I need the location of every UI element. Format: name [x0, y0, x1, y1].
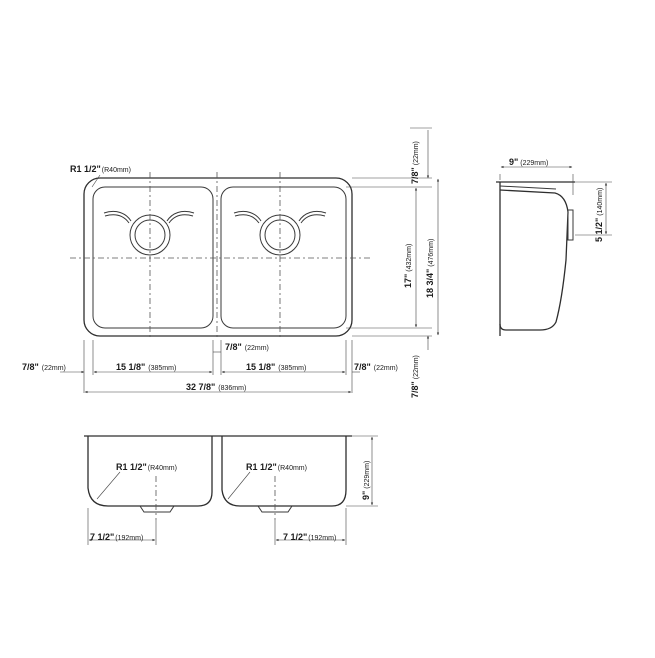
front-left-drain-dimension: 7 1/2"(192mm)	[90, 532, 143, 542]
top-view-right-bowl	[220, 186, 347, 329]
left-bowl-width-dimension: 15 1/8"(385mm)	[116, 362, 176, 372]
drain-offset-dimension: 5 1/2"(140mm)	[594, 188, 604, 242]
front-depth-dimension: 9"(229mm)	[361, 461, 371, 500]
divider-dimension: 7/8"(22mm)	[225, 342, 269, 352]
side-view: 9"(229mm) 5 1/2"(140mm)	[496, 157, 612, 336]
front-right-radius-label: R1 1/2"(R40mm)	[246, 462, 307, 472]
bottom-rim-dimension: 7/8"(22mm)	[410, 355, 420, 398]
side-view-profile	[499, 189, 569, 331]
front-view-left-bowl	[87, 436, 213, 507]
top-radius-label: R1 1/2"(R40mm)	[70, 164, 131, 174]
front-view-right-bowl	[221, 436, 347, 507]
top-rim-dimension: 7/8"(22mm)	[410, 141, 420, 184]
overall-width-dimension: 32 7/8"(836mm)	[186, 382, 246, 392]
top-view-left-bowl	[92, 186, 214, 329]
top-view: R1 1/2"(R40mm) 7/8"(22mm) 17"(432mm) 18 …	[22, 127, 440, 398]
front-left-radius-label: R1 1/2"(R40mm)	[116, 462, 177, 472]
side-depth-dimension: 9"(229mm)	[509, 157, 548, 167]
front-left-drain-icon	[139, 505, 175, 513]
left-rim-dimension: 7/8"(22mm)	[22, 362, 66, 372]
front-right-drain-icon	[257, 505, 293, 513]
front-view: R1 1/2"(R40mm) R1 1/2"(R40mm) 9"(229mm) …	[84, 435, 378, 545]
top-view-outer-flange	[83, 177, 353, 337]
left-drain-icon	[103, 210, 195, 256]
front-right-drain-dimension: 7 1/2"(192mm)	[283, 532, 336, 542]
right-bowl-width-dimension: 15 1/8"(385mm)	[246, 362, 306, 372]
side-view-drain-icon	[567, 209, 574, 241]
overall-depth-dimension: 18 3/4"(476mm)	[425, 239, 435, 298]
bowl-depth-dimension: 17"(432mm)	[403, 244, 413, 288]
right-rim-dimension: 7/8"(22mm)	[354, 362, 398, 372]
